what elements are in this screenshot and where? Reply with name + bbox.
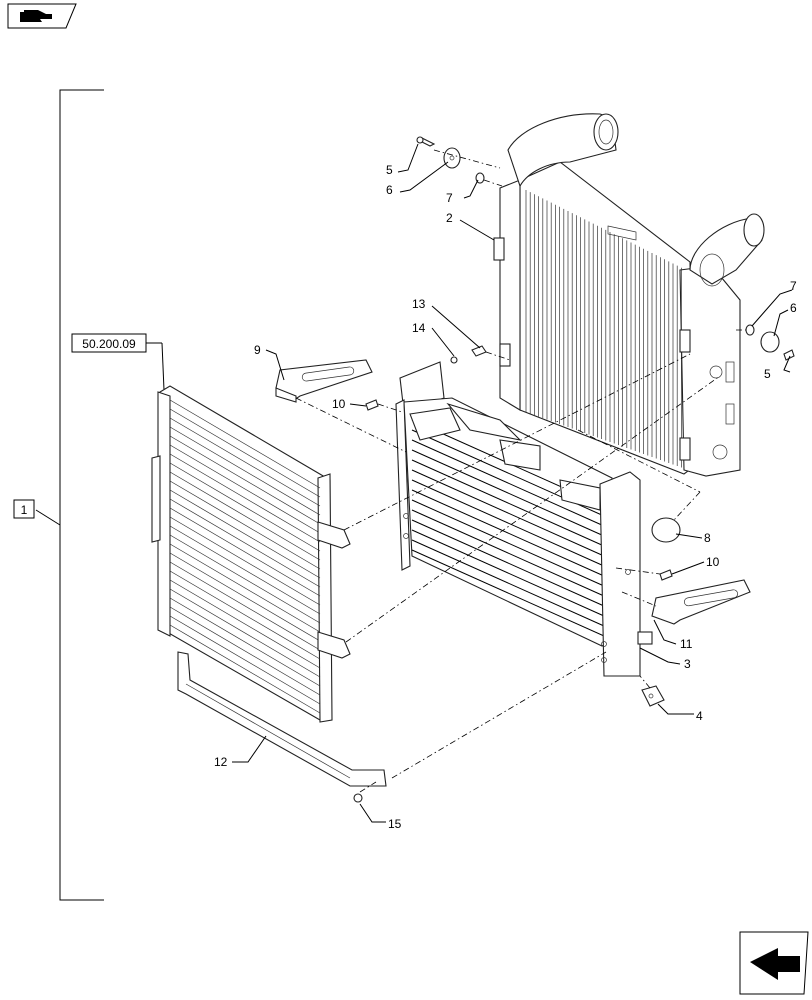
washer-14 <box>450 356 458 364</box>
bracket-9 <box>275 359 373 403</box>
screw-10-upper <box>365 399 379 411</box>
spacer-7-right <box>745 324 755 336</box>
callout-12: 12 <box>214 755 228 769</box>
callout-3: 3 <box>684 657 691 671</box>
callout-10-lower: 10 <box>706 555 720 569</box>
callout-9: 9 <box>254 343 261 357</box>
callout-6-top: 6 <box>386 183 393 197</box>
callout-2: 2 <box>446 211 453 225</box>
callout-7-right: 7 <box>790 279 797 293</box>
callout-14: 14 <box>412 321 426 335</box>
hand-pointer-book-icon[interactable] <box>7 3 77 29</box>
callout-11: 11 <box>680 637 693 651</box>
svg-text:1: 1 <box>21 503 28 517</box>
leader-lines <box>232 143 793 823</box>
next-page-arrow-icon[interactable] <box>739 931 809 995</box>
callout-5-right: 5 <box>764 367 771 381</box>
hardware-5-top <box>416 136 436 147</box>
screw-10-lower <box>659 569 673 581</box>
washer-6-right <box>760 331 780 353</box>
callout-4: 4 <box>696 709 703 723</box>
callout-13: 13 <box>412 297 426 311</box>
callout-6-right: 6 <box>790 301 797 315</box>
callout-15: 15 <box>388 817 402 831</box>
screw-5-right <box>783 349 795 361</box>
grommet-8 <box>651 517 681 543</box>
clip-4 <box>641 685 665 707</box>
reference-box[interactable]: 50.200.09 <box>71 333 165 391</box>
callout-5-top: 5 <box>386 163 393 177</box>
callouts: 5 6 7 2 13 14 9 10 7 6 5 8 10 11 3 4 12 … <box>214 163 797 831</box>
callout-8: 8 <box>704 531 711 545</box>
charge-air-cooler <box>493 113 765 477</box>
radiator-frame <box>395 361 653 677</box>
group-bracket <box>35 89 104 901</box>
group-label-box: 1 <box>13 499 35 519</box>
lower-bracket <box>177 651 387 787</box>
bolt-15 <box>353 793 363 803</box>
assembly-lines <box>295 149 746 793</box>
washer-6-top <box>443 147 461 169</box>
callout-10-upper: 10 <box>332 397 346 411</box>
bracket-11 <box>651 579 751 625</box>
svg-text:50.200.09: 50.200.09 <box>82 337 136 351</box>
callout-7-top: 7 <box>446 191 453 205</box>
condenser <box>151 385 351 723</box>
